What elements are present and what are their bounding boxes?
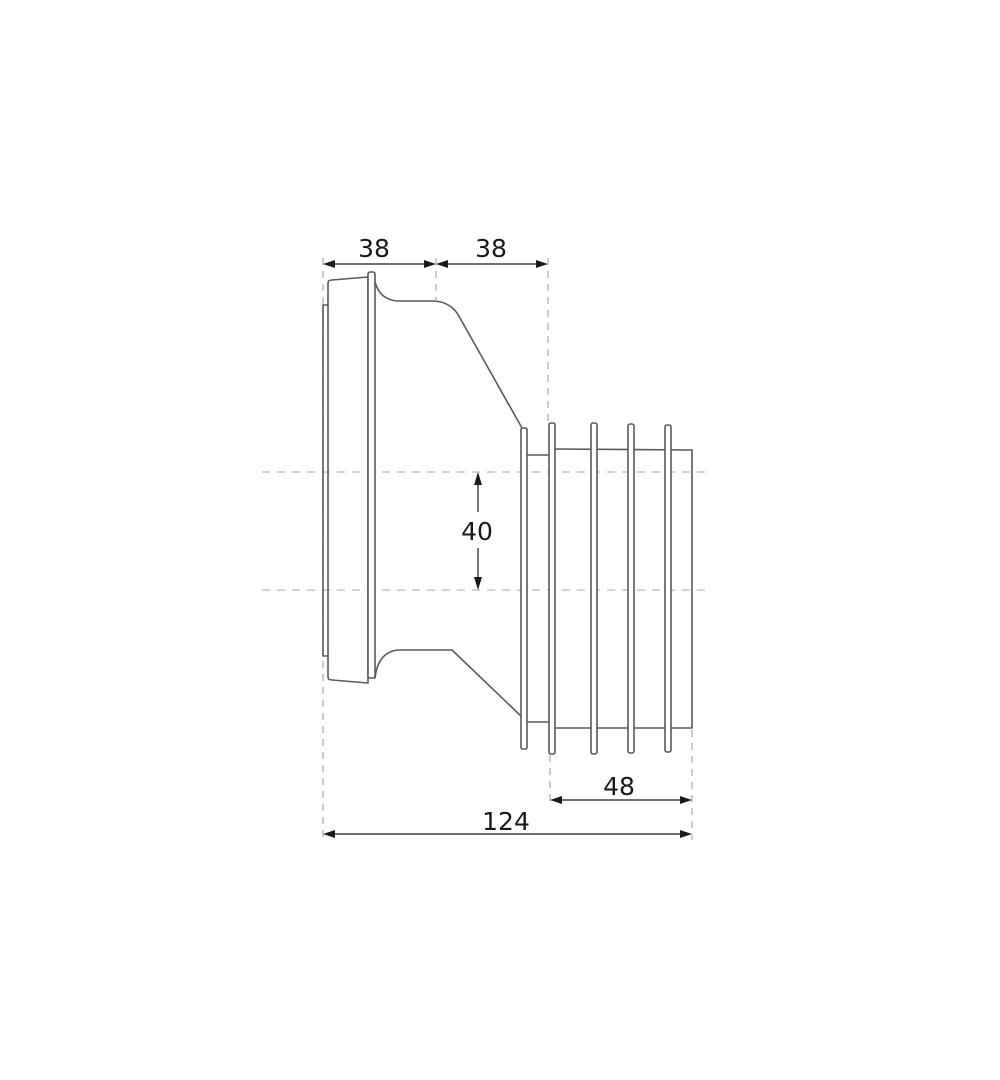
arrow-right-icon [680,796,692,804]
socket-flange [367,271,376,679]
spigot-fin-1 [548,422,556,755]
lower-taper [374,649,523,718]
dimension-overall-length: 124 [323,807,692,838]
spigot-fin-3 [627,423,635,754]
spigot-fin-4 [664,424,672,753]
dimension-top-left: 38 [323,234,436,268]
extension-lines [322,258,693,840]
transition-flange [520,427,528,750]
dimension-spigot-length: 48 [550,772,692,804]
arrow-right-icon [536,260,548,268]
arrow-left-icon [550,796,562,804]
dimension-label-top-right: 38 [475,234,507,263]
arrow-up-icon [474,472,482,485]
arrow-right-icon [424,260,436,268]
upper-taper [374,281,523,429]
dimension-top-right: 38 [436,234,548,268]
centerlines [262,471,712,591]
arrow-left-icon [323,830,335,838]
arrow-left-icon [436,260,448,268]
connector-body [322,271,693,755]
arrow-down-icon [474,577,482,590]
dimension-label-overall-length: 124 [482,807,530,836]
arrow-left-icon [323,260,335,268]
arrow-right-icon [680,830,692,838]
spigot-body [554,448,693,729]
dimension-label-spigot-length: 48 [603,772,635,801]
dimension-center-height: 40 [461,472,493,590]
spigot-fin-2 [590,422,598,755]
dimension-label-center-height: 40 [461,517,493,546]
dimension-label-top-left: 38 [358,234,390,263]
socket-outer-lip [322,276,369,684]
